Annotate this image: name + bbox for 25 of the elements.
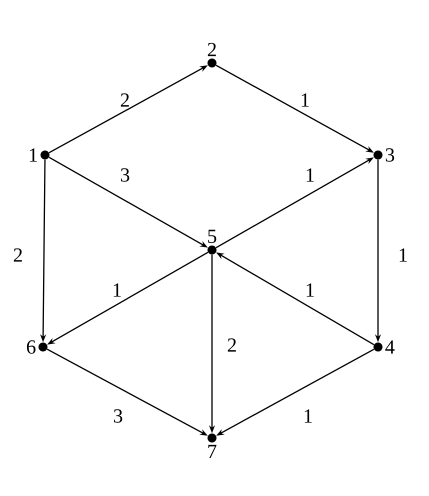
node-label: 7	[208, 444, 216, 458]
graph-vertex: 5	[208, 230, 216, 254]
edge-label: 2	[120, 93, 129, 107]
edge-label: 3	[114, 409, 122, 423]
graph-vertex: 6	[26, 340, 48, 354]
node-label: 6	[26, 340, 36, 354]
edge-label: 1	[306, 283, 314, 297]
edge-label: 1	[114, 283, 121, 297]
graph-vertex: 7	[208, 434, 216, 458]
node-label: 2	[208, 42, 216, 56]
node-label: 1	[30, 148, 37, 162]
graph-vertex: 4	[374, 340, 395, 354]
edge-label: 1	[302, 93, 309, 107]
node-label: 5	[208, 230, 216, 244]
node-label: 3	[386, 148, 394, 162]
edge-label: 3	[120, 168, 130, 182]
edge-label: 1	[304, 409, 312, 423]
edge-label: 1	[306, 168, 314, 182]
graph-vertex: 3	[374, 148, 394, 162]
graph-vertex: 2	[208, 42, 216, 68]
graph-vertex: 1	[30, 148, 50, 162]
edge-label: 2	[14, 248, 22, 262]
node-label: 4	[385, 340, 395, 354]
edge-label: 1	[400, 248, 407, 262]
edge-label: 2	[228, 338, 236, 352]
